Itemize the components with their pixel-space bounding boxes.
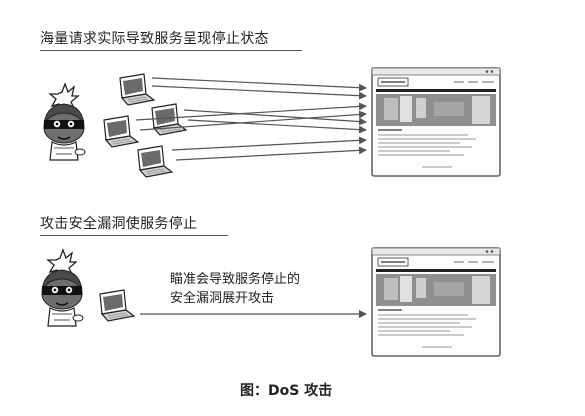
server-webpage-icon: [371, 247, 501, 357]
arrow-icon: [139, 110, 367, 131]
exploit-note-line-1: 瞄准会导致服务停止的: [170, 272, 301, 287]
arrow-icon: [135, 102, 367, 121]
arrow-icon: [183, 109, 367, 126]
arrow-icon: [175, 146, 367, 161]
arrow-icon: [187, 119, 367, 134]
attacker-icon: [43, 83, 86, 161]
attacker-icon: [41, 249, 84, 327]
server-webpage-icon: [371, 67, 501, 177]
exploit-note-line-2: 安全漏洞展开攻击: [170, 291, 275, 306]
arrow-icon: [151, 85, 367, 100]
laptop-icon: [137, 145, 173, 178]
laptop-icon: [119, 73, 155, 106]
scenario-1-title: 海量请求实际导致服务呈现停止状态: [40, 28, 302, 51]
laptop-icon: [151, 103, 187, 136]
arrow-icon: [151, 77, 367, 92]
laptop-icon: [99, 289, 135, 322]
figure-caption: 图：DoS 攻击: [240, 383, 333, 399]
laptop-icon: [103, 115, 139, 148]
scenario-2-title: 攻击安全漏洞使服务停止: [40, 213, 228, 236]
arrow-icon: [171, 136, 367, 151]
exploit-note: 瞄准会导致服务停止的 安全漏洞展开攻击: [170, 270, 300, 308]
